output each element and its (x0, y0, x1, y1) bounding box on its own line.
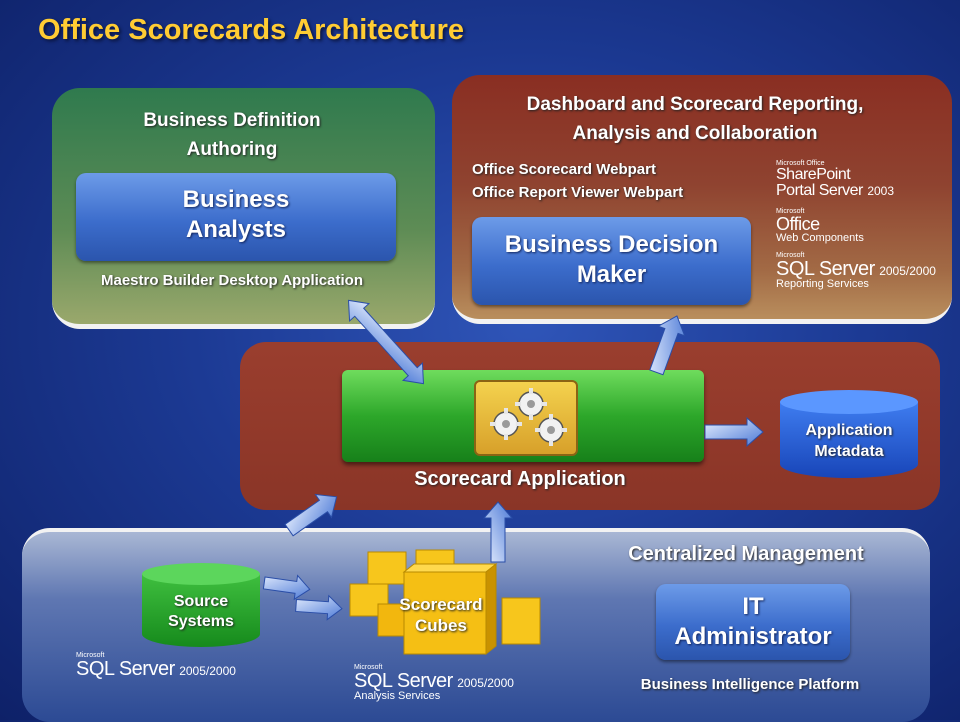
scorecard-cubes-line1: Scorecard (399, 595, 483, 614)
sql-analysis-logo-small: Microsoft (354, 664, 383, 671)
authoring-app-arrow (347, 299, 425, 385)
scorecard-cubes-graphic (349, 549, 541, 656)
source-systems-line1: Source (173, 593, 229, 610)
business-analysts-box: Business Analysts (76, 173, 396, 261)
sql-source-logo-version: 2005/2000 (179, 664, 236, 678)
it-administrator-box: IT Administrator (656, 584, 850, 660)
sql-source-logo-small: Microsoft (76, 652, 105, 659)
sql-analysis-logo-version: 2005/2000 (457, 676, 514, 690)
office-logo-small: Microsoft (776, 208, 805, 215)
authoring-header-line1: Business Definition (143, 110, 321, 131)
sql-reporting-logo-main: SQL Server (776, 258, 875, 280)
report-viewer-webpart-label: Office Report Viewer Webpart (472, 184, 684, 201)
source-to-cubes-arrow-1 (262, 574, 311, 601)
office-logo-main: Office (776, 214, 820, 234)
sql-reporting-logo-sub: Reporting Services (776, 278, 869, 290)
sql-analysis-logo-sub: Analysis Services (354, 690, 441, 702)
page-title: Office Scorecards Architecture (38, 14, 465, 46)
centralized-management-header: Centralized Management (628, 543, 864, 565)
office-logo-sub: Web Components (776, 232, 864, 244)
decision-maker-line1: Business Decision (504, 231, 719, 258)
application-metadata-line1: Application (805, 422, 893, 439)
source-systems-cylinder (142, 563, 260, 647)
sharepoint-logo-line2: Portal Server (776, 182, 863, 199)
app-to-reporting-arrow (649, 315, 686, 376)
sql-server-logo-analysis: Microsoft SQL Server 2005/2000 Analysis … (354, 664, 514, 702)
gears-icon-graphic (490, 388, 567, 446)
source-systems-label: Source Systems (140, 592, 262, 632)
reporting-header: Dashboard and Scorecard Reporting, Analy… (470, 90, 920, 148)
bi-platform-label: Business Intelligence Platform (640, 676, 860, 693)
scorecard-application-label: Scorecard Application (414, 468, 626, 490)
sql-analysis-logo-main: SQL Server (354, 670, 453, 692)
platform-to-app-left-arrow (284, 493, 338, 537)
source-systems-line2: Systems (168, 613, 234, 630)
scorecard-webpart-label: Office Scorecard Webpart (472, 161, 656, 178)
business-analysts-line1: Business (182, 186, 290, 213)
maestro-builder-label: Maestro Builder Desktop Application (101, 272, 363, 289)
sql-reporting-logo-version: 2005/2000 (879, 264, 936, 278)
authoring-header-line2: Authoring (186, 139, 278, 160)
sharepoint-logo: Microsoft Office SharePoint Portal Serve… (776, 160, 894, 199)
sharepoint-logo-small: Microsoft Office (776, 160, 825, 167)
authoring-header: Business Definition Authoring (60, 106, 404, 164)
application-metadata-cylinder (780, 390, 918, 478)
it-administrator-line2: Administrator (674, 623, 832, 650)
application-metadata-label: Application Metadata (778, 420, 920, 462)
reporting-header-line2: Analysis and Collaboration (572, 123, 818, 144)
app-to-metadata-arrow (704, 416, 764, 448)
source-to-cubes-arrow-2 (295, 594, 343, 621)
sql-server-reporting-logo: Microsoft SQL Server 2005/2000 Reporting… (776, 252, 936, 290)
application-metadata-line2: Metadata (814, 443, 884, 460)
cubes-to-app-arrow (482, 501, 514, 563)
decision-maker-line2: Maker (576, 261, 647, 288)
scorecard-cubes-line2: Cubes (415, 616, 467, 635)
sql-source-logo-main: SQL Server (76, 658, 175, 680)
sharepoint-logo-version: 2003 (867, 184, 895, 198)
scorecard-cubes-label: Scorecard Cubes (396, 594, 486, 636)
webparts-list: Office Scorecard Webpart Office Report V… (472, 158, 683, 204)
office-logo: Microsoft Office Web Components (776, 208, 864, 244)
it-administrator-line1: IT (742, 593, 764, 620)
sql-server-logo-source: Microsoft SQL Server 2005/2000 (76, 652, 236, 679)
business-decision-maker-box: Business Decision Maker (472, 217, 751, 305)
sql-reporting-logo-small: Microsoft (776, 252, 805, 259)
reporting-header-line1: Dashboard and Scorecard Reporting, (526, 94, 864, 115)
sharepoint-logo-line1: SharePoint (776, 166, 851, 183)
gears-icon (474, 380, 578, 456)
business-analysts-line2: Analysts (185, 216, 287, 243)
